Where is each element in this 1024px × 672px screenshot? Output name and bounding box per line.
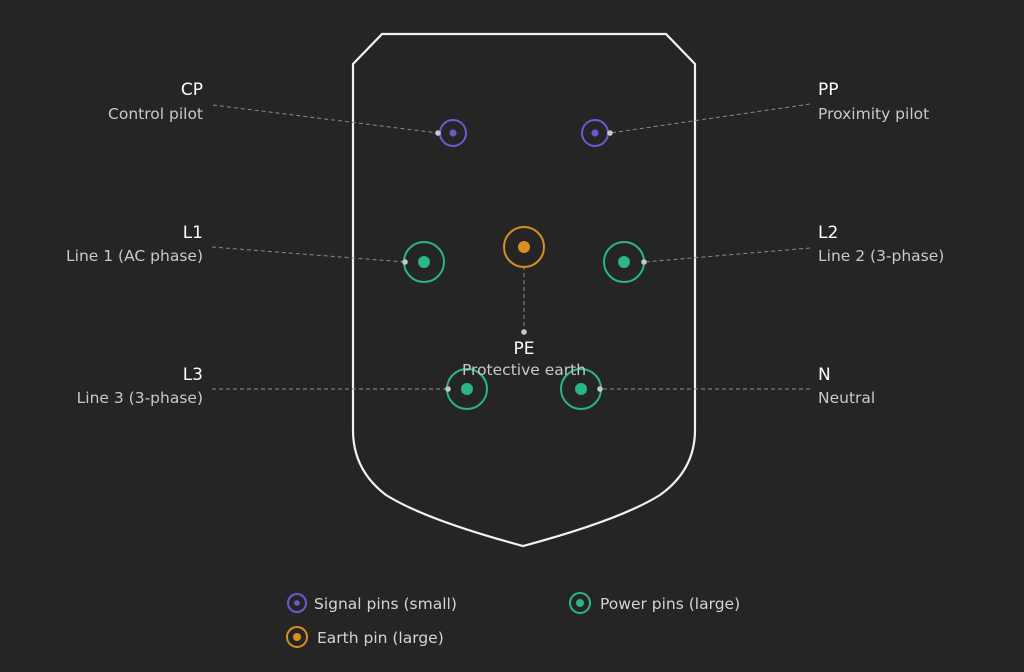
earth-pin-ring [503,226,545,268]
leader-dot-cp [435,130,441,136]
legend-power-label: Power pins (large) [600,595,740,613]
leader-dot-pp [607,130,613,136]
pin-pe [503,226,545,268]
power-pin-core [461,383,473,395]
signal-pin-core [449,129,457,137]
label-l2-desc: Line 2 (3-phase) [818,247,944,265]
power-pin-core [418,256,430,268]
legend-item-power: Power pins (large) [569,592,740,614]
leader-dot-l3 [445,386,451,392]
label-pe-desc: Protective earth [462,361,586,379]
power-pin-core [575,383,587,395]
connector-outline [351,32,697,548]
label-l1-code: L1 [183,223,203,243]
legend-item-earth: Earth pin (large) [286,626,444,648]
power-pin-core [618,256,630,268]
label-n-code: N [818,365,831,385]
leader-dot-pe [521,329,527,335]
label-cp-desc: Control pilot [108,105,203,123]
signal-pin-core [591,129,599,137]
label-pp-code: PP [818,80,839,100]
legend: Signal pins (small) Power pins (large) E… [286,592,740,648]
leader-dots [402,130,647,392]
label-n-desc: Neutral [818,389,875,407]
earth-legend-icon-core [293,633,301,641]
label-l3-code: L3 [183,365,203,385]
label-pe-code: PE [514,339,535,359]
earth-pin-core [518,241,530,253]
signal-legend-icon-core [294,600,300,606]
legend-item-signal: Signal pins (small) [287,593,457,613]
label-l1-desc: Line 1 (AC phase) [66,247,203,265]
legend-signal-label: Signal pins (small) [314,595,457,613]
pin-l2 [603,241,645,283]
power-legend-icon-core [576,599,584,607]
label-l3-desc: Line 3 (3-phase) [77,389,203,407]
label-cp-code: CP [181,80,203,100]
leader-lines [211,103,811,390]
leader-l1 [211,246,406,263]
pin-pp [581,119,609,147]
leader-cp [212,104,439,134]
label-l2-code: L2 [818,223,838,243]
power-legend-icon [569,592,591,614]
leader-pp [609,103,811,134]
pin-cp [439,119,467,147]
signal-legend-icon [287,593,307,613]
label-pp-desc: Proximity pilot [818,105,929,123]
leader-l2 [643,247,811,263]
leader-dot-l2 [641,259,647,265]
leader-dot-l1 [402,259,408,265]
earth-legend-icon [286,626,308,648]
legend-earth-label: Earth pin (large) [317,629,444,647]
leader-dot-n [597,386,603,392]
pin-l1 [403,241,445,283]
